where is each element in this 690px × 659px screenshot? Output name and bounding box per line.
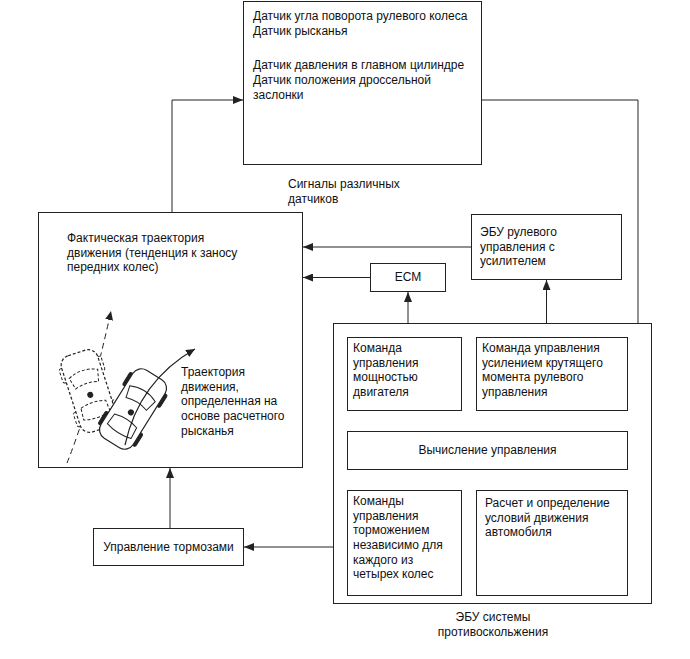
box-label: Команды управления торможением независим…: [353, 494, 456, 582]
flow-arrow: [303, 277, 370, 278]
box-label: ECM: [377, 270, 439, 285]
flow-arrow: [303, 247, 471, 248]
box-label: Расчет и определение условий движения ав…: [485, 496, 619, 540]
process-box: Вычисление управления: [347, 431, 628, 470]
process-box: ЭБУ рулевого управления с усилителем: [471, 214, 622, 280]
group-caption: ЭБУ системы противоскольжения: [413, 610, 573, 639]
box-label: Траектория движения, определенная на осн…: [181, 365, 297, 438]
box-label: Датчик рысканья: [253, 24, 474, 39]
box-label: Команда управления усилением крутящего м…: [482, 341, 622, 400]
box-label: ЭБУ рулевого управления с усилителем: [480, 225, 613, 269]
box-label: Датчик угла поворота рулевого колеса: [253, 9, 474, 24]
box-label: Вычисление управления: [354, 443, 621, 458]
process-box: Команда управления усилением крутящего м…: [476, 337, 628, 411]
process-box: Команды управления торможением независим…: [347, 490, 462, 596]
target-car: [93, 363, 173, 454]
sensor-box: Датчик угла поворота рулевого колесаДатч…: [243, 1, 482, 206]
flow-arrow: [172, 100, 243, 212]
box-label: Управление тормозами: [100, 540, 237, 555]
box-label: Датчик давления в главном цилиндре: [253, 58, 474, 73]
process-box: Управление тормозами: [93, 528, 244, 566]
process-box: ECM: [370, 263, 446, 292]
ecu-group: Команда управления мощностью двигателяКо…: [333, 323, 652, 659]
flow-arrow: [170, 468, 171, 528]
process-box: Команда управления мощностью двигателя: [347, 337, 462, 411]
group-caption: Сигналы различных датчиков: [288, 177, 428, 206]
box-label: Команда управления мощностью двигателя: [353, 341, 456, 400]
flow-arrow: [244, 547, 347, 548]
box-label: Датчик положения дроссельной заслонки: [253, 73, 474, 102]
process-box: Расчет и определение условий движения ав…: [476, 490, 628, 596]
box-label: Фактическая траектория движения (тенденц…: [67, 231, 257, 275]
trajectory-panel: Фактическая траектория движения (тенденц…: [38, 212, 303, 468]
